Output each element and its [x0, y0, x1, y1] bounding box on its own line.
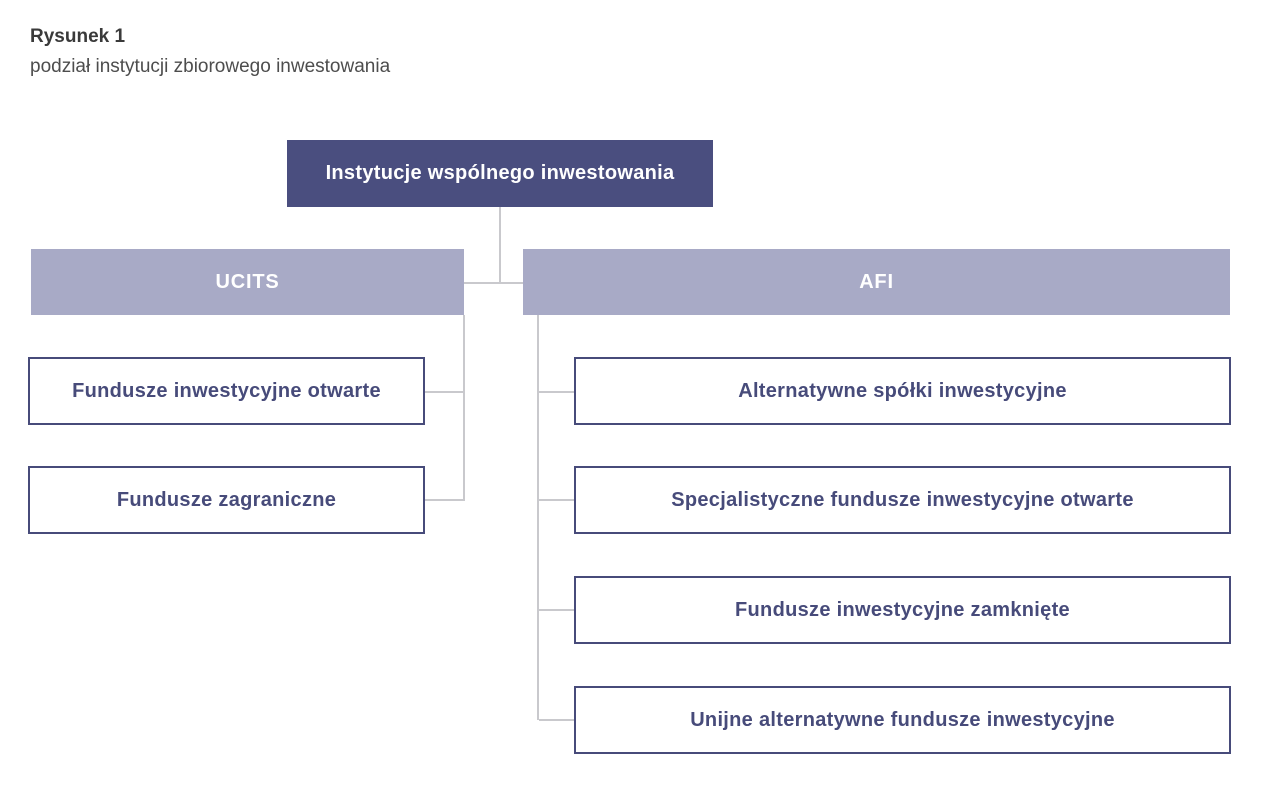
connector-afi-stub-4	[539, 719, 574, 721]
connector-ucits-stub-2	[425, 499, 463, 501]
leaf-node-fundusze-inwestycyjne-zamkniete: Fundusze inwestycyjne zamknięte	[574, 576, 1231, 644]
connector-afi-stub-3	[539, 609, 574, 611]
leaf-node-specjalistyczne-fundusze-inwestycyjne-otwarte: Specjalistyczne fundusze inwestycyjne ot…	[574, 466, 1231, 534]
connector-afi-stub-2	[539, 499, 574, 501]
connector-ucits-spine	[463, 315, 465, 501]
connector-ucits-stub-1	[425, 391, 463, 393]
figure-caption: podział instytucji zbiorowego inwestowan…	[30, 56, 391, 77]
leaf-node-alternatywne-spolki-inwestycyjne: Alternatywne spółki inwestycyjne	[574, 357, 1231, 425]
branch-node-ucits: UCITS	[31, 249, 464, 315]
connector-afi-spine	[537, 315, 539, 720]
root-node: Instytucje wspólnego inwestowania	[287, 140, 713, 207]
connector-root-vertical	[499, 207, 501, 283]
leaf-node-unijne-alternatywne-fundusze-inwestycyjne: Unijne alternatywne fundusze inwestycyjn…	[574, 686, 1231, 754]
leaf-node-fundusze-zagraniczne: Fundusze zagraniczne	[28, 466, 425, 534]
figure-label: Rysunek 1	[30, 26, 126, 47]
branch-node-afi: AFI	[523, 249, 1230, 315]
connector-afi-stub-1	[539, 391, 574, 393]
leaf-node-fundusze-inwestycyjne-otwarte: Fundusze inwestycyjne otwarte	[28, 357, 425, 425]
connector-headers-horizontal	[464, 282, 524, 284]
